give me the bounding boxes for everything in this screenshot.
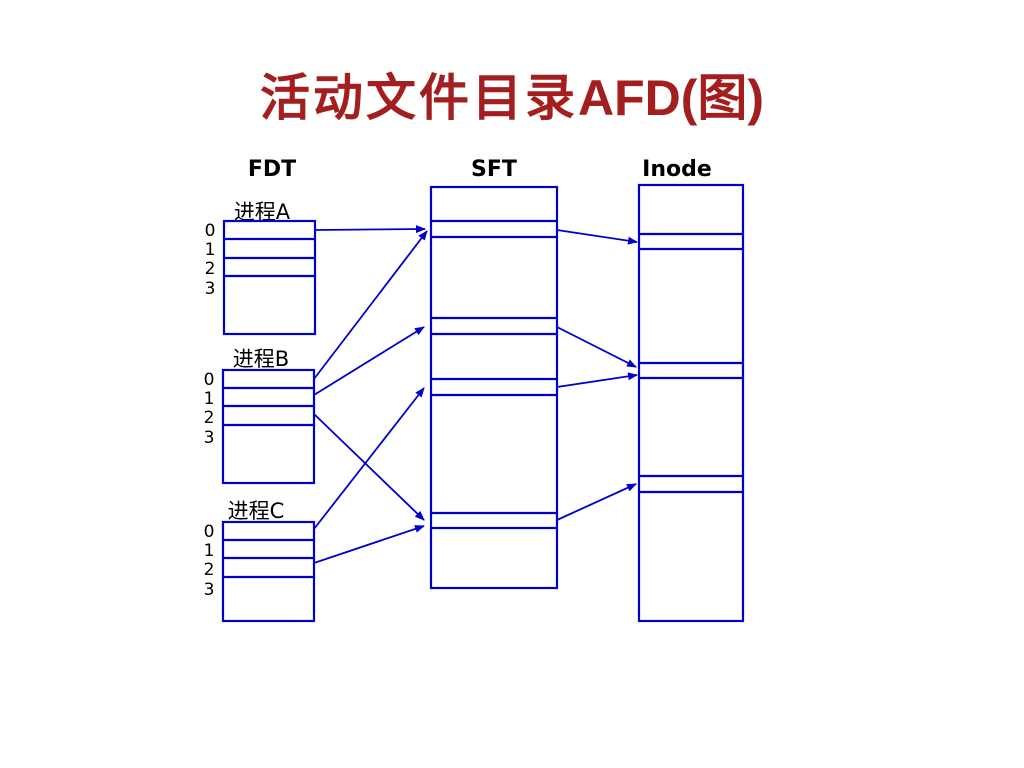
column-label-sft: SFT — [471, 157, 517, 182]
slot-index: 1 — [205, 240, 216, 260]
arrow-c1-to-sft3 — [313, 525, 425, 564]
arrow-b0-to-sft0 — [313, 230, 428, 380]
slot-index: 0 — [205, 221, 216, 241]
slot-index: 2 — [204, 560, 215, 580]
arrow-sft3-to-inode2 — [556, 483, 637, 521]
slot-index: 2 — [205, 259, 216, 279]
fdt-table-b — [221, 368, 316, 485]
arrow-sft0-to-inode0 — [556, 229, 638, 245]
title-latin: AFD(图) — [577, 70, 765, 126]
column-label-fdt: FDT — [248, 157, 296, 182]
title-chinese: 活动文件目录 — [259, 68, 578, 127]
arrow-b1-to-sft1 — [313, 326, 425, 396]
column-label-inode: Inode — [642, 157, 712, 182]
arrow-b2-to-sft3 — [313, 413, 425, 521]
page-title: 活动文件目录AFD(图) — [0, 58, 1024, 130]
fdt-table-c — [221, 520, 316, 623]
slot-index: 3 — [205, 279, 216, 299]
slot-index: 0 — [204, 370, 215, 390]
slot-index: 1 — [204, 389, 215, 409]
slot-index: 2 — [204, 408, 215, 428]
arrow-sft2-to-inode1 — [556, 372, 638, 388]
slot-index: 3 — [204, 428, 215, 448]
sft-table — [429, 185, 559, 590]
arrow-c0-to-sft2 — [313, 387, 425, 530]
process-label-c: 进程C — [228, 499, 285, 523]
process-label-b: 进程B — [233, 347, 289, 371]
slot-index: 1 — [204, 541, 215, 561]
slot-index: 0 — [204, 522, 215, 542]
slot-index: 3 — [204, 580, 215, 600]
arrow-a0-to-sft0 — [314, 225, 426, 234]
inode-table — [637, 183, 745, 623]
arrow-sft1-to-inode1 — [556, 326, 637, 368]
fdt-table-a — [222, 219, 317, 336]
